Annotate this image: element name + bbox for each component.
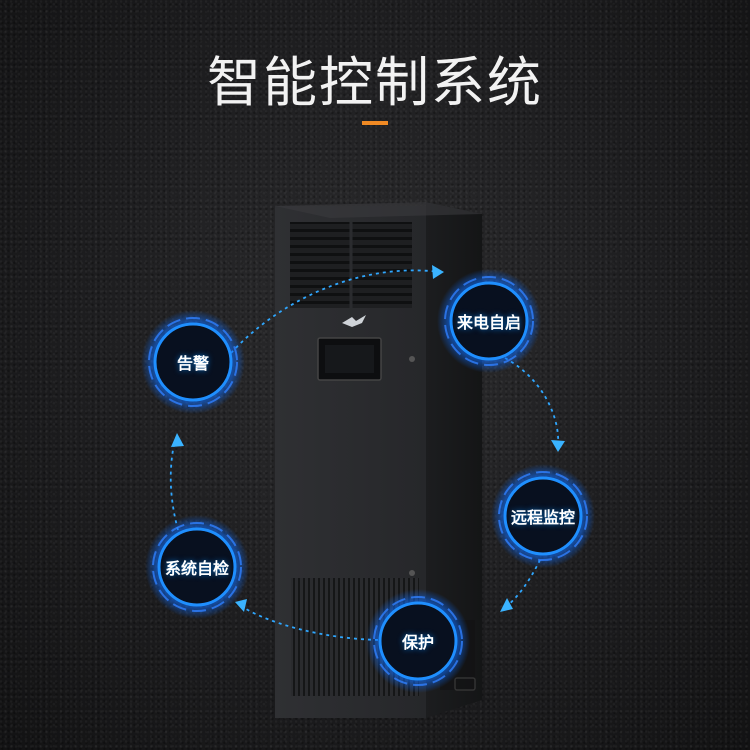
arrow-icon	[432, 265, 444, 279]
arrow-icon	[235, 599, 247, 612]
ring-protection	[366, 589, 470, 693]
feature-label: 来电自启	[456, 313, 521, 332]
arrow-icon	[551, 440, 565, 452]
protection-node: 保护	[378, 601, 458, 681]
self-check-node: 系统自检	[157, 527, 237, 607]
page-title: 智能控制系统	[207, 51, 543, 114]
ring-alarm	[141, 310, 245, 414]
remote-monitor-node: 远程监控	[503, 476, 583, 556]
arrow-icon	[171, 433, 184, 447]
title-accent-bar	[362, 121, 388, 125]
feature-label: 保护	[401, 633, 434, 652]
ring-power-restart	[437, 269, 541, 373]
feature-label: 告警	[176, 354, 209, 373]
arrow-icon	[500, 598, 513, 612]
feature-label: 系统自检	[164, 559, 229, 578]
power-restart-node: 来电自启	[449, 281, 529, 361]
ring-remote-monitor	[491, 464, 595, 568]
door-lock	[409, 356, 415, 362]
alarm-node: 告警	[153, 322, 233, 402]
brand-logo	[342, 315, 366, 327]
ring-self-check	[145, 515, 249, 619]
control-display	[317, 337, 382, 381]
feature-label: 远程监控	[510, 508, 575, 527]
